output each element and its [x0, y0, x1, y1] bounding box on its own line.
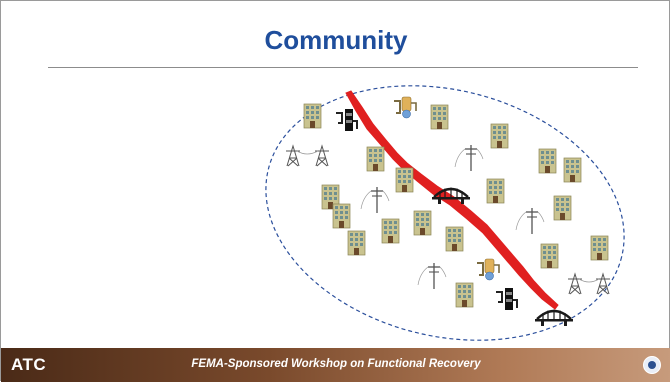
atc-logo: ATC — [11, 355, 47, 374]
building-icon — [381, 218, 400, 244]
building-icon — [413, 210, 432, 236]
transmission-tower-icon — [314, 145, 330, 167]
power-pole-icon — [360, 186, 390, 214]
community-boundary — [265, 85, 625, 341]
building-icon — [563, 157, 582, 183]
building-icon — [540, 243, 559, 269]
building-icon — [553, 195, 572, 221]
footer-bar: ATC FEMA-Sponsored Workshop on Functiona… — [1, 348, 670, 382]
building-icon — [538, 148, 557, 174]
power-pole-icon — [454, 144, 484, 172]
building-icon — [332, 203, 351, 229]
gas-utility-icon — [393, 96, 417, 119]
building-icon — [590, 235, 609, 261]
water-pump-icon — [495, 287, 518, 311]
building-icon — [445, 226, 464, 252]
building-icon — [303, 103, 322, 129]
dhs-seal-icon — [643, 356, 661, 374]
power-pole-icon — [417, 262, 447, 290]
building-icon — [430, 104, 449, 130]
building-icon — [366, 146, 385, 172]
water-pump-icon — [335, 108, 358, 132]
footer-caption: FEMA-Sponsored Workshop on Functional Re… — [191, 358, 481, 370]
fault-line — [345, 90, 559, 310]
power-pole-icon — [515, 207, 545, 235]
building-icon — [490, 123, 509, 149]
building-icon — [486, 178, 505, 204]
gas-utility-icon — [476, 258, 500, 281]
transmission-tower-icon — [285, 145, 301, 167]
title-divider — [48, 67, 638, 68]
transmission-tower-icon — [595, 273, 611, 295]
bridge-icon — [533, 308, 575, 328]
transmission-tower-icon — [567, 273, 583, 295]
building-icon — [455, 282, 474, 308]
building-icon — [395, 167, 414, 193]
building-icon — [347, 230, 366, 256]
slide-title: Community — [264, 25, 408, 55]
